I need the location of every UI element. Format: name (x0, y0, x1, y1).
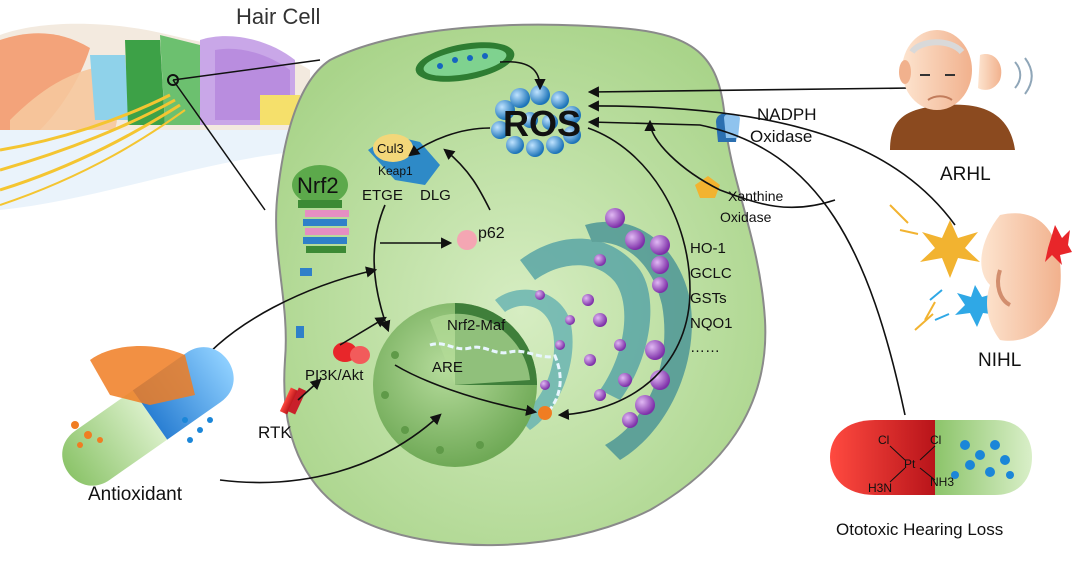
gene-item: NQO1 (690, 315, 733, 332)
xanthine-label-2: Oxidase (720, 209, 772, 225)
cul3-label: Cul3 (377, 141, 404, 156)
ototoxic-capsule (830, 420, 1032, 495)
h3n-label: H3N (868, 481, 892, 495)
nucleus (373, 303, 537, 467)
gene-item: HO-1 (690, 240, 726, 257)
cl-label-2: Cl (930, 433, 941, 447)
pi3k-akt-label: PI3K/Akt (305, 367, 364, 384)
elderly-person-illustration (890, 30, 1033, 150)
arrows (297, 61, 956, 421)
keap1-label: Keap1 (378, 164, 413, 178)
cl-label-1: Cl (878, 433, 889, 447)
nrf2-protein (292, 165, 349, 253)
nrf2-small-glyph-2 (296, 326, 304, 338)
noise-ear-illustration (889, 204, 1072, 341)
gene-item: GCLC (690, 265, 732, 282)
nadph-oxidase-label-2: Oxidase (750, 127, 812, 146)
nadph-oxidase-glyph (716, 113, 740, 142)
gene-item: …… (690, 339, 720, 356)
nh3-label: NH3 (930, 475, 954, 489)
pt-label: Pt (904, 457, 916, 471)
xanthine-oxidase-glyph (695, 176, 720, 198)
gene-item: GSTs (690, 290, 727, 307)
nrf2-small-glyph (300, 268, 312, 276)
target-gene-list: HO-1 GCLC GSTs NQO1 …… (690, 240, 733, 356)
are-label: ARE (432, 359, 463, 376)
ribosome (538, 406, 552, 420)
antioxidant-label: Antioxidant (88, 484, 183, 505)
ototoxic-label: Ototoxic Hearing Loss (836, 520, 1003, 539)
rtk-label: RTK (258, 423, 292, 442)
antioxidant-capsule (62, 345, 234, 486)
nihl-label: NIHL (978, 350, 1021, 371)
antioxidant-arrow-2 (219, 413, 442, 484)
nrf2-label: Nrf2 (297, 173, 339, 198)
hair-cell-label: Hair Cell (236, 4, 320, 29)
hair-cell-illustration (0, 23, 321, 211)
rtk-receptor (279, 387, 307, 415)
nrf2-maf-label: Nrf2-Maf (447, 317, 506, 334)
dna-strand (429, 342, 562, 417)
arhl-label: ARHL (940, 164, 991, 185)
ros-label: ROS (503, 103, 581, 144)
etge-label: ETGE (362, 187, 403, 204)
pi3k-akt-glyph (333, 342, 370, 364)
ros-cluster (491, 85, 581, 157)
p62-protein (457, 230, 477, 250)
nadph-oxidase-label-1: NADPH (757, 105, 817, 124)
mitochondrion (415, 42, 515, 82)
dlg-label: DLG (420, 187, 451, 204)
vesicle-cluster (535, 208, 670, 428)
xanthine-label-1: Xanthine (728, 188, 783, 204)
p62-label: p62 (478, 225, 505, 242)
